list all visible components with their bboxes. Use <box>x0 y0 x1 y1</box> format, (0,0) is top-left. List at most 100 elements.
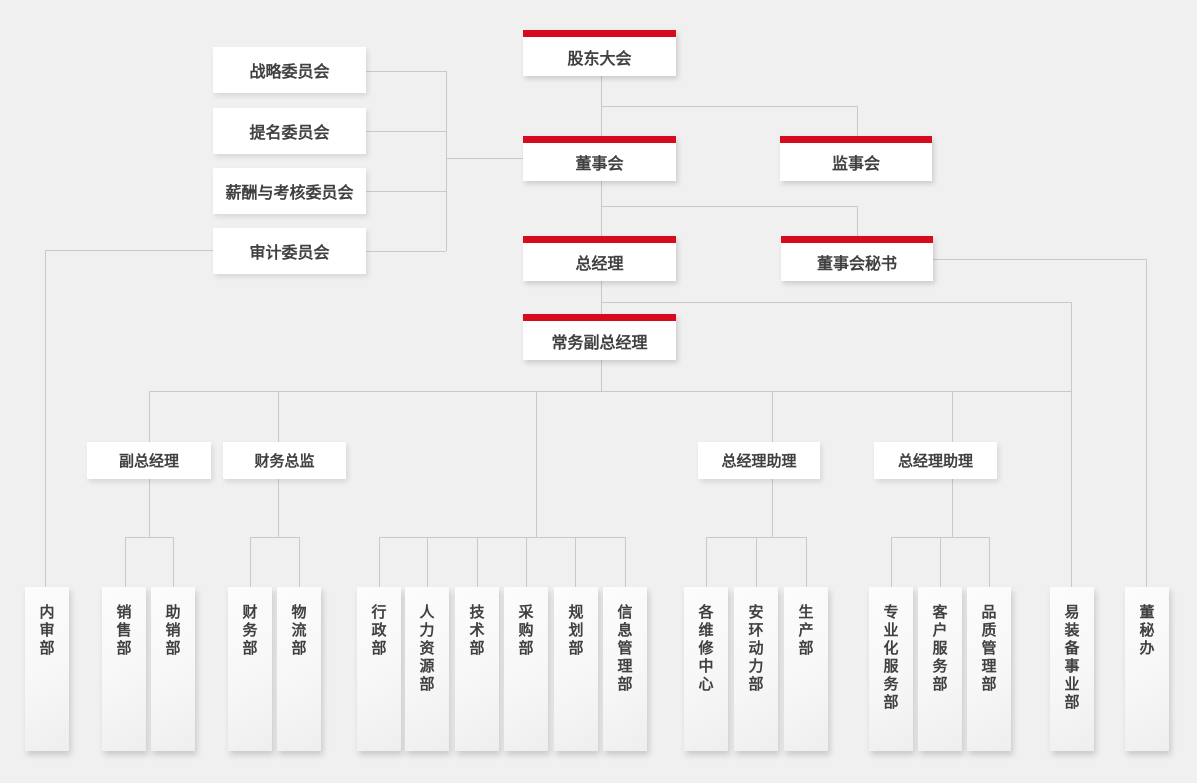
org-node-label: 监事会 <box>831 154 880 173</box>
connector-line <box>125 537 173 538</box>
connector-line <box>477 537 478 587</box>
org-node-technology-dept: 技术部 <box>455 587 499 751</box>
connector-line <box>601 302 1071 303</box>
org-node-label: 总经理助理 <box>897 452 973 470</box>
connector-line <box>601 206 857 207</box>
connector-line <box>891 537 892 587</box>
connector-line <box>625 537 626 587</box>
org-node-general-manager: 总经理 <box>523 236 676 281</box>
connector-line <box>706 537 707 587</box>
connector-line <box>575 537 576 587</box>
connector-line <box>446 71 447 251</box>
connector-line <box>601 106 857 107</box>
org-node-label: 审计委员会 <box>249 243 330 262</box>
org-node-supervisory-board: 监事会 <box>780 136 932 181</box>
org-node-deputy-gm: 副总经理 <box>87 442 211 479</box>
connector-line <box>756 537 757 587</box>
connector-line <box>379 537 625 538</box>
org-node-label: 提名委员会 <box>249 123 330 142</box>
connector-line <box>379 537 380 587</box>
org-node-compensation-appraisal-committee: 薪酬与考核委员会 <box>213 168 366 214</box>
org-node-board-secretary: 董事会秘书 <box>781 236 933 281</box>
org-node-internal-audit-dept: 内审部 <box>25 587 69 751</box>
connector-line <box>989 537 990 587</box>
org-node-label: 助销部 <box>163 604 182 658</box>
org-node-strategy-committee: 战略委员会 <box>213 47 366 93</box>
connector-line <box>149 391 1071 392</box>
org-node-label: 财务总监 <box>254 452 315 470</box>
red-accent-bar <box>523 30 676 37</box>
connector-line <box>601 360 602 391</box>
org-node-label: 内审部 <box>37 604 56 658</box>
org-node-label: 生产部 <box>796 604 815 658</box>
connector-line <box>250 537 299 538</box>
org-node-label: 股东大会 <box>567 48 632 68</box>
org-node-label: 董事会秘书 <box>816 254 897 273</box>
org-node-label: 销售部 <box>114 604 133 658</box>
org-node-label: 总经理助理 <box>721 452 797 470</box>
connector-line <box>526 537 527 587</box>
org-node-sales-support-dept: 助销部 <box>151 587 195 751</box>
org-node-label: 专业化服务部 <box>881 604 900 712</box>
org-node-label: 采购部 <box>516 604 535 658</box>
connector-line <box>933 259 1146 260</box>
org-node-label: 董秘办 <box>1137 604 1156 658</box>
connector-line <box>446 158 523 159</box>
org-node-label: 信息管理部 <box>615 604 634 694</box>
org-node-label: 各维修中心 <box>696 604 715 694</box>
org-node-label: 品质管理部 <box>979 604 998 694</box>
connector-line <box>536 391 537 537</box>
connector-line <box>173 537 174 587</box>
org-node-label: 财务部 <box>240 604 259 658</box>
org-node-label: 规划部 <box>566 604 585 658</box>
connector-line <box>366 191 446 192</box>
org-node-label: 技术部 <box>467 604 486 658</box>
org-node-audit-committee: 审计委员会 <box>213 228 366 274</box>
connector-line <box>857 206 858 236</box>
org-node-label: 总经理 <box>575 254 624 273</box>
org-node-board-of-directors: 董事会 <box>523 136 676 181</box>
org-node-label: 副总经理 <box>118 452 179 470</box>
org-node-planning-dept: 规划部 <box>554 587 598 751</box>
red-accent-bar <box>523 236 676 243</box>
org-node-label: 董事会 <box>575 154 624 173</box>
connector-line <box>299 537 300 587</box>
connector-line <box>601 281 602 314</box>
org-node-executive-deputy-gm: 常务副总经理 <box>523 314 676 360</box>
org-node-label: 行政部 <box>369 604 388 658</box>
org-node-production-dept: 生产部 <box>784 587 828 751</box>
org-node-shareholders-meeting: 股东大会 <box>523 30 676 76</box>
org-node-label: 常务副总经理 <box>551 332 648 352</box>
red-accent-bar <box>780 136 932 143</box>
connector-line <box>125 537 126 587</box>
connector-line <box>427 537 428 587</box>
org-node-quality-management-dept: 品质管理部 <box>967 587 1011 751</box>
connector-line <box>45 250 46 587</box>
connector-line <box>940 537 941 587</box>
org-node-specialized-service-dept: 专业化服务部 <box>869 587 913 751</box>
org-node-procurement-dept: 采购部 <box>504 587 548 751</box>
connector-line <box>601 181 602 236</box>
org-node-label: 薪酬与考核委员会 <box>225 183 354 202</box>
connector-line <box>1146 259 1147 587</box>
org-node-label: 安环动力部 <box>746 604 765 694</box>
red-accent-bar <box>781 236 933 243</box>
connector-line <box>366 131 446 132</box>
red-accent-bar <box>523 136 676 143</box>
org-node-label: 客户服务部 <box>930 604 949 694</box>
connector-line <box>1071 302 1072 587</box>
org-node-hr-dept: 人力资源部 <box>405 587 449 751</box>
red-accent-bar <box>523 314 676 321</box>
org-node-yi-equipment-division: 易装备事业部 <box>1050 587 1094 751</box>
org-node-administration-dept: 行政部 <box>357 587 401 751</box>
org-node-customer-service-dept: 客户服务部 <box>918 587 962 751</box>
org-node-gm-assistant-1: 总经理助理 <box>698 442 820 479</box>
org-node-maintenance-centers: 各维修中心 <box>684 587 728 751</box>
org-node-logistics-dept: 物流部 <box>277 587 321 751</box>
connector-line <box>366 251 446 252</box>
org-node-safety-environment-power-dept: 安环动力部 <box>734 587 778 751</box>
org-node-label: 物流部 <box>289 604 308 658</box>
org-node-label: 人力资源部 <box>417 604 436 694</box>
org-node-label: 易装备事业部 <box>1062 604 1081 712</box>
